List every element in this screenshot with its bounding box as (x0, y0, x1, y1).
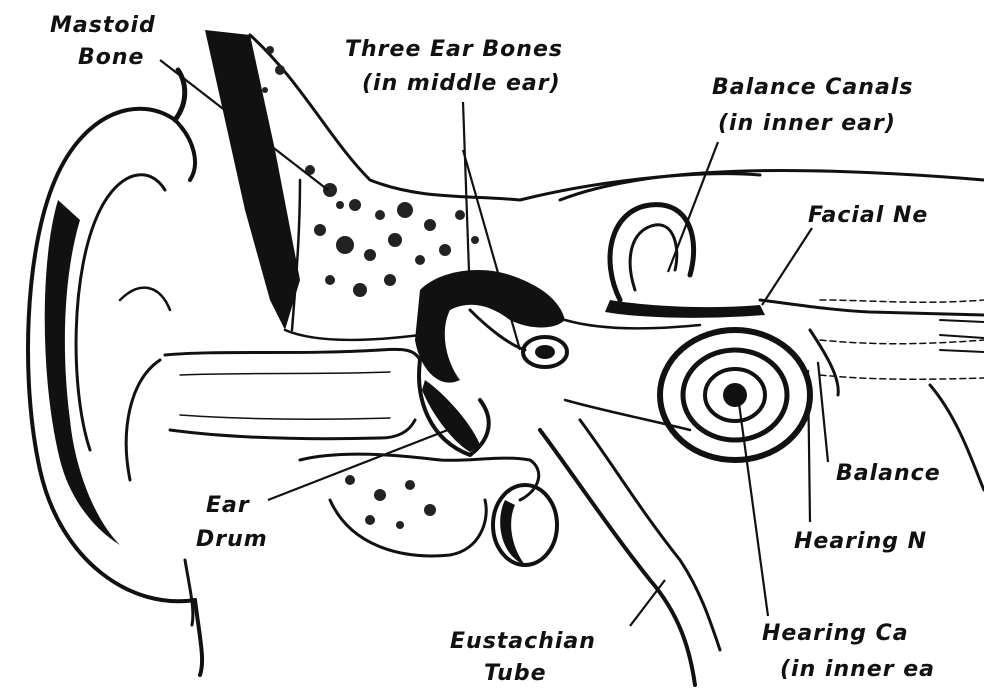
label-three-ear-bones-line1: Three Ear Bones (345, 37, 563, 62)
label-eustachian-tube-line1: Eustachian (450, 629, 596, 654)
labels: Mastoid Bone Three Ear Bones (in middle … (50, 13, 941, 686)
ear-canal (165, 349, 420, 438)
cochlea (660, 330, 810, 460)
label-facial-nerve: Facial Ne (808, 203, 928, 228)
label-mastoid-bone-line2: Bone (78, 45, 144, 70)
label-balance-nerve: Balance (836, 461, 941, 486)
label-hearing-canal-line1: Hearing Ca (762, 621, 909, 646)
label-three-ear-bones-line2: (in middle ear) (362, 71, 561, 96)
label-balance-canals-line2: (in inner ear) (718, 111, 896, 136)
label-eustachian-tube-line2: Tube (484, 661, 547, 686)
label-balance-canals-line1: Balance Canals (712, 75, 913, 100)
label-mastoid-bone-line1: Mastoid (50, 13, 156, 38)
balance-canals (605, 205, 765, 318)
lower-temporal-bone (300, 454, 557, 565)
label-hearing-nerve: Hearing N (794, 529, 927, 554)
label-ear-drum-line2: Drum (196, 527, 268, 552)
outer-ear (28, 70, 202, 675)
label-ear-drum-line1: Ear (206, 493, 250, 518)
label-hearing-canal-line2: (in inner ea (780, 657, 935, 682)
